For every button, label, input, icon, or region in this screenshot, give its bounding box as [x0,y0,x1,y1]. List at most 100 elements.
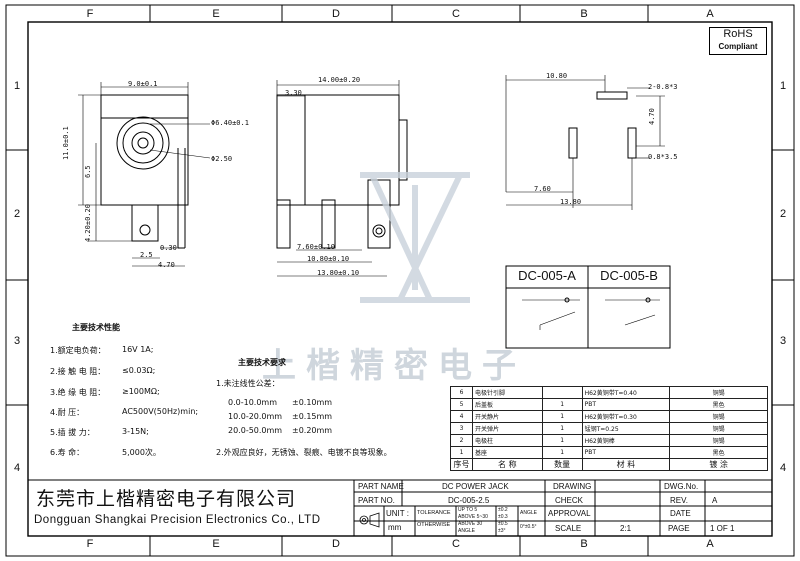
req-line1: 1.未注线性公差： [216,379,280,388]
spec-label-4: 4.耐 压： [50,408,85,417]
bom-no: 5 [450,398,473,411]
bom-material: 锰钢T=0.25 [581,422,671,435]
angle-label: ANGLE [520,510,537,516]
rohs-title: RoHS [723,28,753,40]
req-tol-value-1: ±0.10mm [292,398,333,407]
unit-label: UNIT : [386,509,409,518]
tol-range-2: ABOVE 5~30 [458,514,488,520]
dim-front-height: 11.0±0.1 [62,126,70,160]
dim-side-108: 10.80±0.10 [307,255,350,263]
row-right-2: 2 [779,208,787,220]
part-no-label: PART NO. [358,496,395,505]
dim-front-pin-height: 4.20±0.20 [84,204,92,242]
angle-value: 0°±0.5° [520,524,537,530]
rev-value: A [712,496,718,505]
variant-box [505,265,671,349]
row-right-1: 1 [779,80,787,92]
check-label: CHECK [555,496,584,505]
dim-front-width: 9.0±0.1 [128,80,158,88]
side-view [276,80,408,277]
bom-header-name: 名 称 [471,458,543,471]
req-tol-range-1: 0.0-10.0mm [228,398,278,407]
variant-b-label: DC-005-B [600,268,658,283]
bom-name: 开关弹片 [471,422,543,435]
zone-top-c: C [452,8,460,20]
drawing-label: DRAWING [553,482,592,491]
part-no-value: DC-005-2.5 [448,496,490,505]
bom-header-no: 序号 [450,458,473,471]
dim-pcb-76: 7.60 [534,185,551,193]
approval-label: APPROVAL [548,509,591,518]
row-left-4: 4 [13,462,21,474]
spec-label-5: 5.插 拔 力： [50,428,95,437]
otherwise-label: OTHERWISE [417,522,451,528]
spec-label-2: 2.接 触 电 阻： [50,367,106,376]
req-tol-value-2: ±0.15mm [292,412,333,421]
bom-no: 6 [450,386,473,399]
zone-top-f: F [86,8,94,20]
part-name-label: PART NAME [358,482,404,491]
scale-value: 2:1 [620,524,632,533]
bom-material: H62黄铜棒 [581,434,671,447]
bom-finish: 黑色 [669,446,768,459]
bom-qty: 1 [541,422,583,435]
bom-finish: 铜锡 [669,410,768,423]
rev-label: REV. [670,496,688,505]
bom-qty: 1 [541,446,583,459]
tolerance-label: TOLERANCE [417,510,451,516]
dim-pcb-47: 4.70 [648,108,656,125]
req-line2: 2.外观应良好，无锈蚀、裂痕、电镀不良等现象。 [216,448,392,457]
bom-finish: 铜锡 [669,422,768,435]
bom-no: 4 [450,410,473,423]
bom-header-material: 材 料 [581,458,671,471]
dwg-no-label: DWG.No. [664,482,699,491]
dim-front-pin: Φ2.50 [211,155,233,163]
dim-pcb-slot2: 0.8*3.5 [648,153,678,161]
dim-pcb-slot: 2-0.8*3 [648,83,678,91]
row-right-4: 4 [779,462,787,474]
watermark-text: 上楷精密电子 [262,346,526,386]
row-right-3: 3 [779,335,787,347]
bom-no: 3 [450,422,473,435]
tol-value-4: ±3° [498,528,506,534]
spec-value-2: ≤0.03Ω; [122,366,156,375]
zone-top-d: D [332,8,340,20]
spec-value-1: 16V 1A; [122,345,154,354]
bom-name: 开关静片 [471,410,543,423]
zone-bottom-f: F [86,538,94,550]
row-left-3: 3 [13,335,21,347]
req-tol-value-3: ±0.20mm [292,426,333,435]
dim-front-hole: Φ6.40±0.1 [211,119,249,127]
dim-front-47: 4.70 [158,261,175,269]
date-label: DATE [670,509,691,518]
req-tol-range-2: 10.0-20.0mm [228,412,283,421]
bom-material: H62黄铜带T=0.40 [581,386,671,399]
spec-value-4: AC500V(50Hz)min; [122,407,199,416]
bom-no: 2 [450,434,473,447]
tol-range-3: ABOVE 30 [458,521,483,527]
zone-top-b: B [580,8,588,20]
company-name-en: Dongguan Shangkai Precision Electronics … [34,514,321,526]
part-name-value: DC POWER JACK [442,482,509,491]
variant-a-label: DC-005-A [518,268,576,283]
tol-value-3: ±0.5 [498,521,508,527]
tol-range-4: ANGLE [458,528,475,534]
bom-header-qty: 数量 [541,458,583,471]
unit-value: mm [388,523,402,532]
zone-bottom-c: C [452,538,460,550]
bom-name: 电极柱 [471,434,543,447]
tol-value-1: ±0.2 [498,507,508,513]
rohs-badge: RoHS Compliant [709,27,767,55]
title-block [28,479,772,536]
rohs-subtitle: Compliant [718,42,758,51]
req-title: 主要技术要求 [238,358,286,367]
bom-name: 后盖板 [471,398,543,411]
bom-finish: 铜锡 [669,434,768,447]
dim-side-138: 13.80±0.10 [317,269,360,277]
projection-symbol-icon [359,512,380,528]
